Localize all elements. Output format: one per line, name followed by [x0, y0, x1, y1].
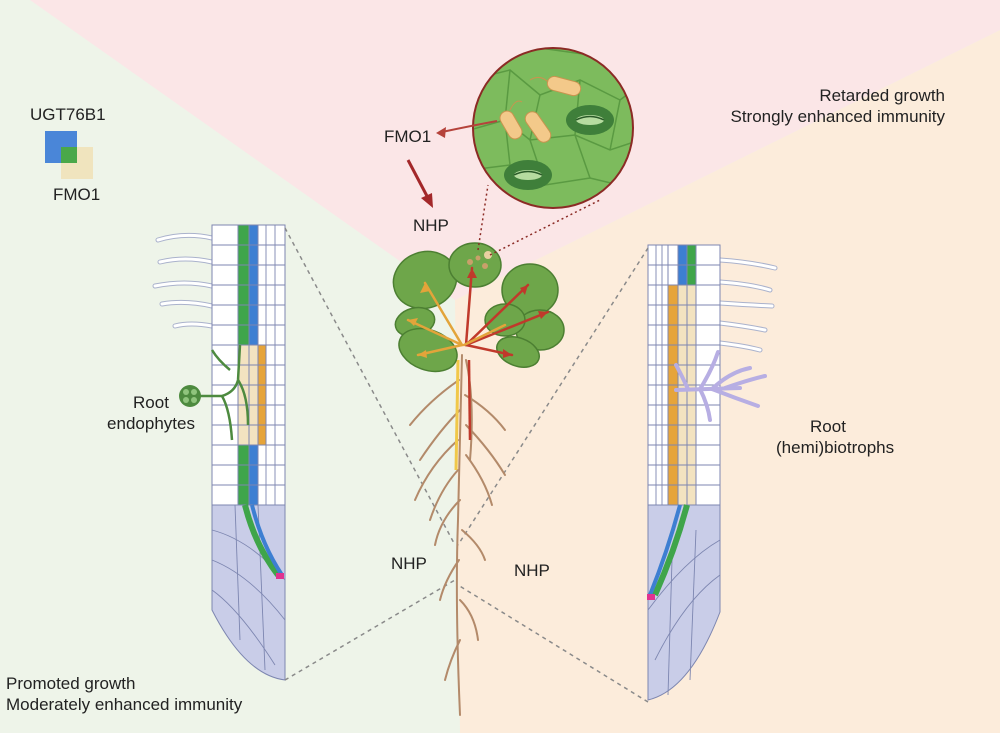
promoted-growth-label: Promoted growth	[6, 674, 136, 693]
fmo1-to-bacteria-arrow	[441, 120, 498, 133]
bacteria	[499, 75, 582, 143]
root-hemibiotrophs-line2: (hemi)biotrophs	[776, 438, 895, 457]
fmo1-center-label: FMO1	[384, 127, 432, 146]
legend-fmo1-label: FMO1	[53, 185, 101, 204]
leaf-zoom-circle	[472, 47, 634, 209]
moderate-immunity-label: Moderately enhanced immunity	[6, 695, 243, 714]
top-right-text: Retarded growth Strongly enhanced immuni…	[730, 85, 945, 127]
hemibiotroph-hyphae	[674, 350, 767, 422]
plant	[392, 242, 565, 716]
root-endophytes-label: Root endophytes	[98, 392, 204, 434]
root-hemibiotrophs-label: Root (hemi)biotrophs	[776, 416, 895, 458]
left-root-diagram	[152, 224, 286, 681]
right-root-diagram	[647, 244, 778, 701]
root-hemibiotrophs-line1: Root	[810, 417, 846, 436]
retarded-growth-label: Retarded growth	[819, 86, 945, 105]
legend-ugt76b1-label: UGT76B1	[30, 105, 106, 124]
nhp-top-label: NHP	[413, 216, 449, 235]
nhp-right-label: NHP	[514, 561, 550, 580]
strong-immunity-label: Strongly enhanced immunity	[730, 107, 945, 126]
stomata	[504, 105, 614, 190]
bottom-left-text: Promoted growth Moderately enhanced immu…	[6, 673, 242, 715]
overlap-legend-square	[61, 147, 77, 163]
endophyte-hyphae	[190, 344, 250, 441]
root-endophytes-line1: Root	[133, 393, 169, 412]
root-endophytes-line2: endophytes	[107, 414, 195, 433]
rosette-leaves	[392, 242, 565, 373]
nhp-left-label: NHP	[391, 554, 427, 573]
fmo1-to-nhp-arrow	[406, 159, 430, 199]
